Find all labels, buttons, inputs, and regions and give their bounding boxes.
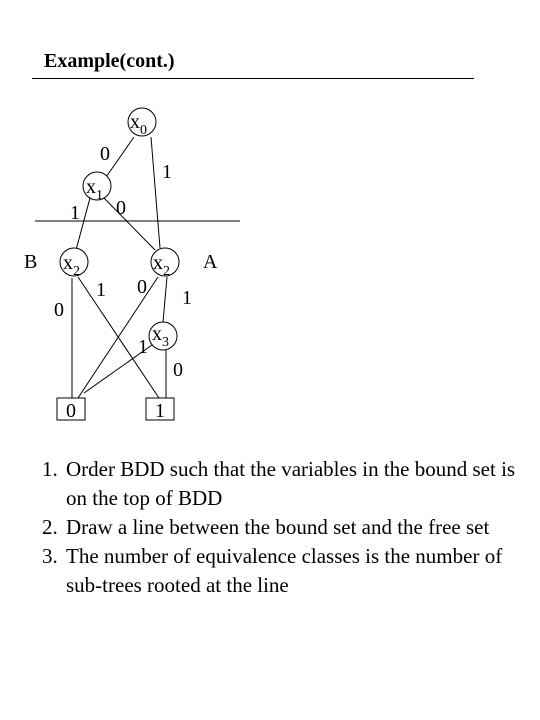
node-x0-circle bbox=[127, 107, 157, 137]
edge-label-x2-right-x3: 1 bbox=[182, 287, 192, 309]
leaf-zero-box bbox=[56, 397, 86, 421]
edge-x2-right-x3 bbox=[162, 276, 168, 323]
steps-list: 1. Order BDD such that the variables in … bbox=[42, 455, 532, 600]
slide-title: Example(cont.) bbox=[44, 50, 175, 72]
node-x2-left-circle bbox=[59, 247, 89, 277]
step-text: The number of equivalence classes is the… bbox=[66, 544, 503, 597]
edge-label-x3-leaf0: 1 bbox=[138, 336, 148, 358]
bound-set-label-b: B bbox=[24, 251, 37, 273]
step-number: 1. bbox=[42, 457, 58, 481]
edge-label-x0-x1: 0 bbox=[100, 143, 110, 165]
bdd-diagram: x0 x1 x2 x2 x3 B A 0 1 1 0 0 1 0 1 1 0 0… bbox=[24, 107, 240, 422]
node-x0-label: x0 bbox=[130, 111, 147, 138]
edge-label-x2-right-leaf0: 0 bbox=[137, 276, 147, 298]
step-text: Draw a line between the bound set and th… bbox=[66, 515, 490, 539]
edge-label-x0-x2-right: 1 bbox=[162, 161, 172, 183]
node-x3-label: x3 bbox=[152, 323, 169, 350]
edge-x3-leaf0 bbox=[83, 344, 153, 394]
edge-x1-x2-left bbox=[75, 197, 91, 251]
node-x3-circle bbox=[148, 321, 178, 351]
node-x2-left-label: x2 bbox=[63, 252, 80, 279]
edge-x2-right-leaf0 bbox=[77, 276, 159, 399]
step-item: 1. Order BDD such that the variables in … bbox=[42, 455, 532, 513]
edge-label-x2-left-leaf1: 1 bbox=[96, 279, 106, 301]
leaf-one-box bbox=[145, 397, 175, 421]
step-number: 3. bbox=[42, 544, 58, 568]
edge-x1-x2-right bbox=[103, 197, 156, 251]
edge-x0-x1 bbox=[103, 136, 135, 181]
node-x1-circle bbox=[82, 171, 112, 201]
node-x2-right-label: x2 bbox=[153, 252, 170, 279]
edge-x0-x2-right bbox=[150, 136, 161, 249]
step-number: 2. bbox=[42, 515, 58, 539]
leaf-zero-label: 0 bbox=[66, 400, 76, 422]
title-underline bbox=[32, 78, 474, 79]
step-item: 2. Draw a line between the bound set and… bbox=[42, 513, 532, 542]
bound-set-label-a: A bbox=[203, 251, 218, 273]
edge-label-x1-x2-right: 0 bbox=[116, 197, 126, 219]
node-x2-right-circle bbox=[150, 247, 180, 277]
edge-label-x1-x2-left: 1 bbox=[70, 202, 80, 224]
step-item: 3. The number of equivalence classes is … bbox=[42, 542, 532, 600]
step-text: Order BDD such that the variables in the… bbox=[66, 457, 516, 510]
node-x1-label: x1 bbox=[86, 176, 103, 203]
edge-label-x2-left-leaf0: 0 bbox=[54, 299, 64, 321]
leaf-one-label: 1 bbox=[155, 400, 165, 422]
edge-label-x3-leaf1: 0 bbox=[173, 359, 183, 381]
